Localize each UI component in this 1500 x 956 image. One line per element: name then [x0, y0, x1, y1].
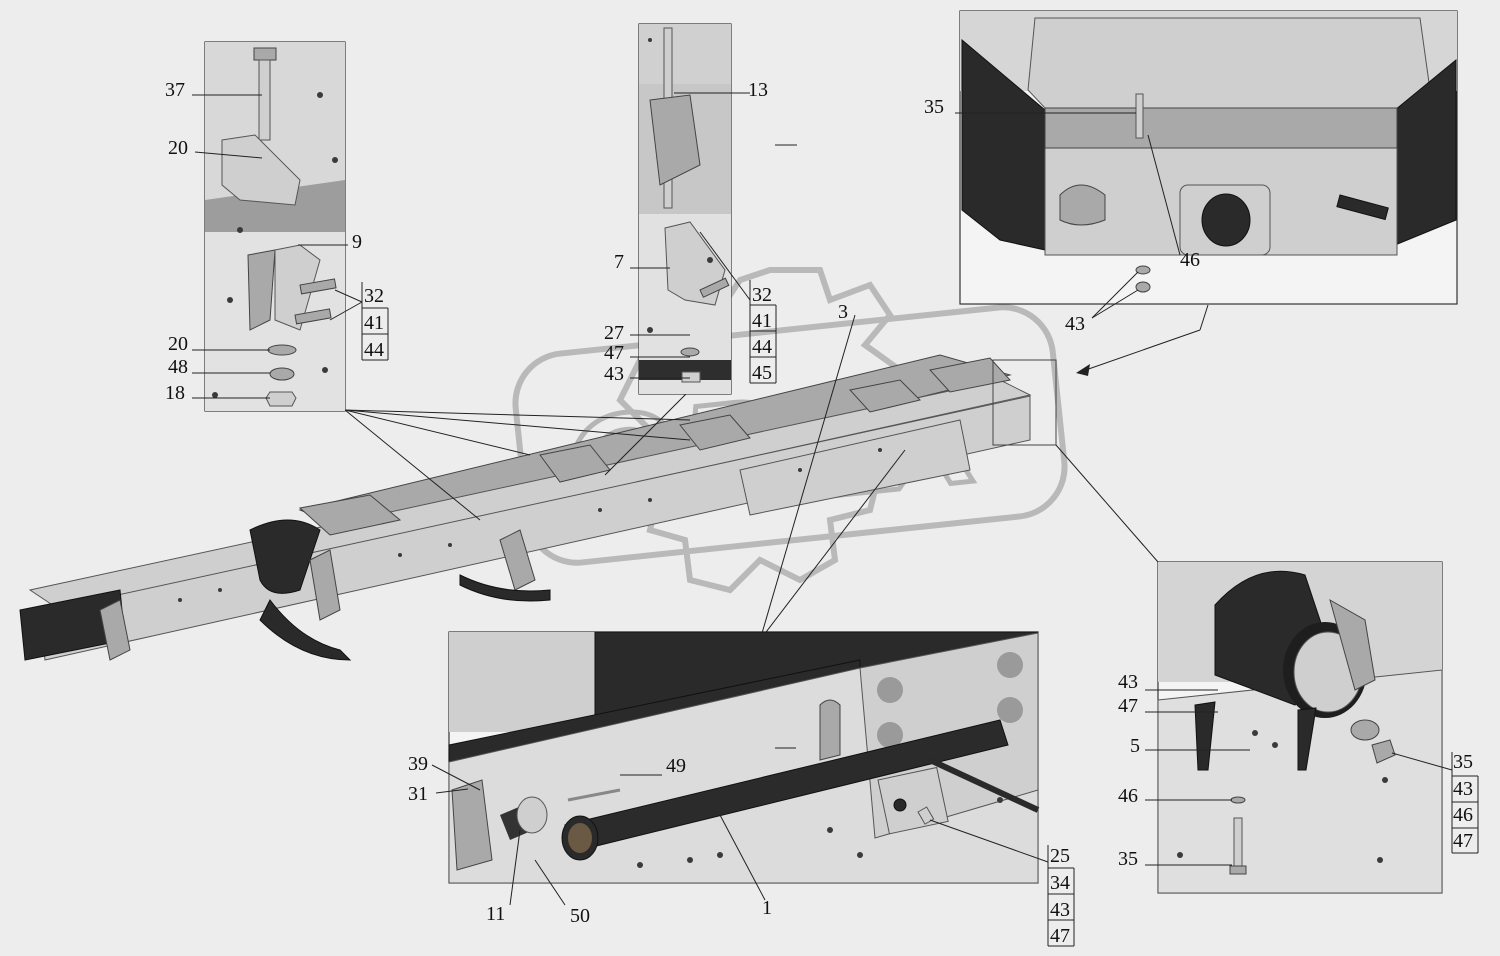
bolt-35	[1135, 93, 1144, 139]
callout-35: 35	[924, 96, 944, 118]
callout-43: 43	[604, 363, 624, 385]
callout-7: 7	[614, 251, 624, 273]
callout-37: 37	[165, 79, 185, 101]
callout-47: 47	[604, 342, 624, 364]
callout-46: 46	[1180, 249, 1200, 271]
detail-region-box	[992, 359, 1057, 446]
callout-45: 45	[752, 362, 772, 384]
callout-34: 34	[1050, 872, 1070, 894]
arrowhead	[1076, 364, 1090, 376]
callout-44-mid: 44	[752, 336, 772, 358]
callout-39: 39	[408, 753, 428, 775]
pin-11	[516, 796, 548, 834]
callout-18: 18	[165, 382, 185, 404]
callout-3: 3	[838, 301, 848, 323]
callout-46-br: 46	[1118, 785, 1138, 807]
callout-46-br2: 46	[1453, 804, 1473, 826]
bracket-20	[221, 134, 301, 206]
washer-48	[269, 367, 295, 381]
inset-connector-lines	[344, 304, 1209, 641]
clip	[819, 699, 841, 761]
bracket-7	[664, 221, 726, 306]
inset-top-left: 37 20 9 32 41 44 20 48 18	[165, 41, 389, 412]
callout-47-br: 47	[1118, 695, 1138, 717]
spring-brackets	[99, 519, 551, 661]
tank	[739, 419, 971, 516]
callout-32-mid: 32	[752, 284, 772, 306]
callout-35-br: 35	[1453, 751, 1473, 773]
callout-43-br: 43	[1118, 671, 1138, 693]
callout-43-right: 43	[1065, 313, 1085, 335]
callout-47-br2: 47	[1453, 830, 1473, 852]
callout-32: 32	[364, 285, 384, 307]
bolt-37	[258, 59, 271, 141]
bolt-25	[917, 806, 935, 825]
bolt-head	[253, 47, 277, 61]
pin-49	[567, 788, 621, 802]
inset-top-middle: 13 7 32 41 44 45 27 47 43	[604, 23, 777, 395]
callout-48: 48	[168, 356, 188, 378]
nut-18	[265, 391, 297, 407]
callout-9: 9	[352, 231, 362, 253]
callout-47-bottom: 47	[1050, 925, 1070, 947]
callout-43-br2: 43	[1453, 778, 1473, 800]
inset-top-right: 35 46 43	[924, 10, 1458, 335]
rail-holes	[178, 448, 882, 602]
callout-35-br-lower: 35	[1118, 848, 1138, 870]
callout-43-bottom: 43	[1050, 899, 1070, 921]
callout-1: 1	[762, 897, 772, 919]
callout-50: 50	[570, 905, 590, 927]
callout-41-mid: 41	[752, 310, 772, 332]
callout-5: 5	[1130, 735, 1140, 757]
callout-11: 11	[486, 903, 505, 925]
callout-44: 44	[364, 339, 384, 361]
callout-41: 41	[364, 312, 384, 334]
main-chassis-frame	[19, 354, 1057, 661]
cross-members	[298, 357, 1011, 536]
bolt-35-lower	[1233, 817, 1243, 869]
nut-35	[1371, 739, 1396, 764]
callout-31: 31	[408, 783, 428, 805]
callout-49: 49	[666, 755, 686, 777]
inset-bottom-right: 43 47 5 35 43 46 47 46 35	[1118, 561, 1479, 894]
callout-20: 20	[168, 137, 188, 159]
callout-25: 25	[1050, 845, 1070, 867]
callout-27: 27	[604, 322, 624, 344]
washer-20	[267, 344, 297, 356]
inset-bottom-middle: 39 31 49 11 50 1 25 34 43 47	[408, 631, 1075, 947]
callout-13: 13	[748, 79, 768, 101]
callout-20-lower: 20	[168, 333, 188, 355]
